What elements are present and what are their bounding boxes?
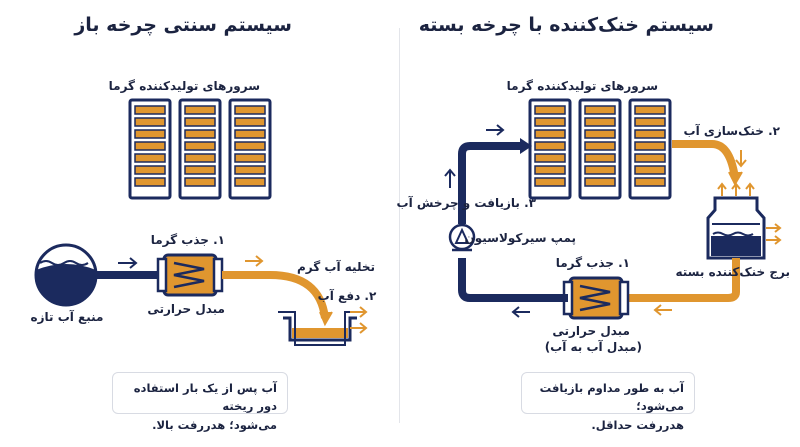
right-absorb-label: ۱. جذب گرما xyxy=(555,256,630,270)
closed-cooling-tower-icon xyxy=(706,182,782,260)
right-hot-arrowhead-icon xyxy=(728,171,743,187)
right-servers-label: سرورهای تولیدکننده گرما xyxy=(506,79,658,93)
circulation-pump-icon xyxy=(448,223,476,252)
recycle-label: ۳. بازیافت و چرخش آب xyxy=(396,196,536,210)
right-hot-pipe xyxy=(672,140,739,179)
closed-loop-note-line2: هدررفت حداقل. xyxy=(591,417,684,432)
closed-loop-note-line1: آب به طور مداوم بازیافت می‌شود؛ xyxy=(539,381,684,414)
right-exchanger-label: مبدل حرارتی xyxy=(552,324,630,338)
pump-label: پمپ سیرکولاسیون xyxy=(464,231,577,245)
right-cool-pipe-upper xyxy=(458,142,526,224)
right-exchanger-sublabel: (مبدل آب به آب) xyxy=(544,340,642,354)
left-servers-label: سرورهای تولیدکننده گرما xyxy=(108,79,260,93)
open-loop-note-line1: آب پس از یک بار استفاده دور ریخته xyxy=(133,381,277,414)
closed-loop-title: سیستم خنک‌کننده با چرخه بسته xyxy=(418,14,714,36)
right-cool-arrowhead-icon xyxy=(520,138,532,154)
right-hot-arrow-icon xyxy=(735,150,747,168)
left-outlet-arrowhead-icon xyxy=(319,311,333,327)
left-servers xyxy=(128,98,272,200)
drain-label: تخلیه آب گرم xyxy=(297,260,375,274)
left-heat-exchanger-icon xyxy=(156,253,224,297)
cooling-label: ۲. خنک‌سازی آب xyxy=(683,124,780,138)
right-cool-pipe-lower xyxy=(458,258,568,302)
left-hot-outlet-pipe xyxy=(222,271,329,319)
fresh-water-source-icon xyxy=(34,243,98,307)
open-loop-note-line2: می‌شود؛ هدررفت بالا. xyxy=(152,417,277,432)
left-exchanger-label: مبدل حرارتی xyxy=(147,302,225,316)
right-heat-exchanger-icon xyxy=(562,276,630,320)
open-loop-note: آب پس از یک بار استفاده دور ریخته می‌شود… xyxy=(112,372,288,432)
right-cool-arrow-icon xyxy=(511,306,530,318)
open-loop-title: سیستم سنتی چرخه باز xyxy=(74,14,292,36)
right-servers xyxy=(528,98,672,200)
drain-basin-icon xyxy=(278,311,362,346)
right-upper-arrow-icon xyxy=(486,124,505,136)
discharge-arrow-icon-2 xyxy=(350,322,368,334)
section-divider xyxy=(399,28,400,423)
left-outlet-arrow-icon xyxy=(245,255,264,267)
left-inlet-arrow-icon xyxy=(118,257,138,269)
discharge-label: ۲. دفع آب xyxy=(317,289,377,303)
discharge-arrow-icon-1 xyxy=(350,306,368,318)
tower-label: برج خنک‌کننده بسته xyxy=(675,265,791,279)
right-return-pipe xyxy=(628,258,740,302)
closed-loop-note: آب به طور مداوم بازیافت می‌شود؛ هدررفت ح… xyxy=(521,372,695,432)
left-absorb-label: ۱. جذب گرما xyxy=(150,233,225,247)
right-up-arrow-icon xyxy=(444,168,456,188)
right-return-arrow-icon xyxy=(653,304,672,316)
fresh-water-source-label: منبع آب تازه xyxy=(30,310,104,324)
